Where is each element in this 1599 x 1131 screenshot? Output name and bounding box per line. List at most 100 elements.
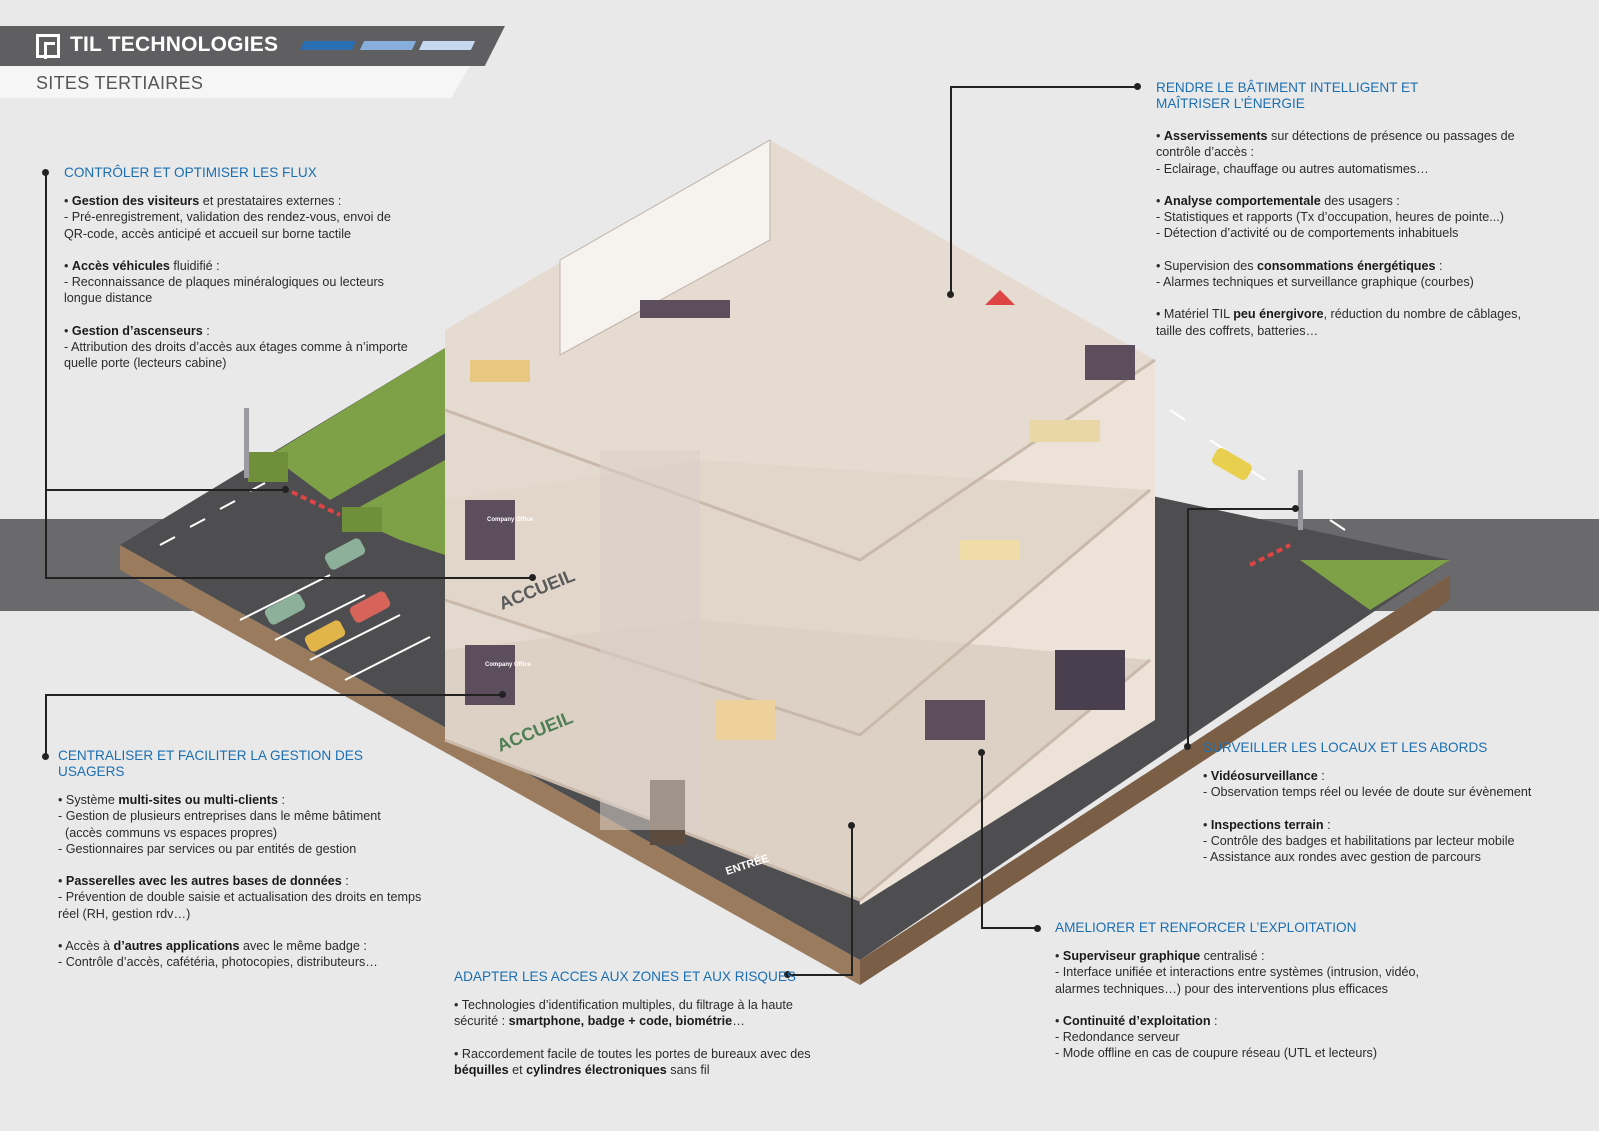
connector-dot — [947, 291, 954, 298]
text: des usagers : — [1320, 193, 1400, 208]
text: - Gestion de plusieurs entreprises dans … — [58, 809, 381, 824]
text: et — [508, 1062, 527, 1077]
bold-text: Gestion d’ascenseurs — [71, 323, 203, 338]
ground-slab-right — [860, 575, 1450, 985]
connector-dot — [282, 486, 289, 493]
text: … — [732, 1014, 745, 1029]
hedge-right — [342, 507, 382, 532]
text: - Reconnaissance de plaques minéralogiqu… — [64, 275, 384, 306]
text: : — [1317, 769, 1325, 783]
bold-text: peu énergivore — [1233, 307, 1324, 322]
section-energie: RENDRE LE BÂTIMENT INTELLIGENT ET MAÎTRI… — [1156, 80, 1526, 355]
camera-pole-right — [1298, 470, 1303, 530]
connector-dot — [848, 822, 855, 829]
bold-text: Superviseur graphique — [1062, 949, 1201, 963]
header-subtitle-bar — [0, 66, 470, 98]
text: Technologies d’identification multiples,… — [454, 998, 793, 1029]
text: : — [341, 874, 349, 889]
text: alarmes techniques…) pour des interventi… — [1055, 981, 1388, 996]
paragraph: • Continuité d’exploitation :- Redondanc… — [1055, 1013, 1378, 1061]
brand-name: TIL TECHNOLOGIES — [70, 33, 279, 56]
text: Supervision des — [1163, 258, 1258, 273]
section-title: SURVEILLER LES LOCAUX ET LES ABORDS — [1203, 740, 1488, 755]
text: - Observation temps réel ou levée de dou… — [1203, 785, 1532, 800]
text: - Interface unifiée et interactions entr… — [1055, 965, 1419, 980]
section-title: AMELIORER ET RENFORCER L’EXPLOITATION — [1055, 920, 1357, 935]
section-title: ADAPTER LES ACCES AUX ZONES ET AUX RISQU… — [454, 969, 796, 984]
paragraph: • Accès à d’autres applications avec le … — [58, 939, 378, 970]
text: : — [1210, 1013, 1218, 1028]
camera-pole-left — [244, 408, 249, 478]
section-flux: CONTRÔLER ET OPTIMISER LES FLUX • Gestio… — [64, 165, 409, 388]
paragraph: • Gestion d’ascenseurs :- Attribution de… — [64, 323, 408, 371]
connector-dot — [1034, 925, 1041, 932]
text: - Gestionnaires par services ou par enti… — [58, 841, 357, 856]
bold-text: Gestion des visiteurs — [71, 194, 200, 208]
logo-icon — [36, 34, 60, 59]
paragraph: • Vidéosurveillance :- Observation temps… — [1203, 769, 1532, 800]
text: - Statistiques et rapports (Tx d’occupat… — [1156, 210, 1504, 225]
bold-text: smartphone, badge + code, biométrie — [508, 1014, 733, 1029]
bold-text: cylindres électroniques — [526, 1062, 667, 1077]
text: (accès communs vs espaces propres) — [65, 825, 278, 840]
barrier-arm-left — [291, 490, 341, 517]
car-yellow-1 — [304, 620, 346, 652]
text: - Détection d’activité ou de comportemen… — [1156, 226, 1459, 241]
connector-dot — [529, 574, 536, 581]
text: Matériel TIL — [1163, 307, 1234, 322]
bold-text: d’autres applications — [113, 939, 240, 954]
grass-mid — [345, 460, 460, 560]
bold-text: Accès véhicules — [71, 258, 170, 273]
section-acces: ADAPTER LES ACCES AUX ZONES ET AUX RISQU… — [454, 969, 829, 1094]
paragraph: • Supervision des consommations énergéti… — [1156, 258, 1474, 290]
ground-slab-left — [120, 545, 860, 985]
paragraph: • Analyse comportementale des usagers :-… — [1156, 193, 1504, 241]
text: centralisé : — [1200, 949, 1265, 963]
connector-dot — [1292, 505, 1299, 512]
bold-text: béquilles — [454, 1062, 509, 1077]
bold-text: Asservissements — [1163, 129, 1268, 143]
text: - Alarmes techniques et surveillance gra… — [1156, 275, 1474, 290]
section-title: RENDRE LE BÂTIMENT INTELLIGENT ET MAÎTRI… — [1156, 80, 1419, 111]
paragraph: • Accès véhicules fluidifié :- Reconnais… — [64, 258, 384, 306]
text: - Contrôle d’accès, cafétéria, photocopi… — [58, 955, 378, 970]
hedge-left — [248, 452, 288, 482]
sign-company-office-upper: Company Office — [487, 517, 534, 523]
connector-dot — [1184, 743, 1191, 750]
bold-text: Inspections terrain — [1210, 817, 1324, 832]
sign-company-office-lower: Company Office — [485, 662, 532, 668]
page-subtitle: SITES TERTIAIRES — [36, 73, 204, 93]
paragraph: • Asservissements sur détections de prés… — [1156, 129, 1515, 176]
section-title: CONTRÔLER ET OPTIMISER LES FLUX — [64, 165, 317, 180]
text: et prestataires externes : — [199, 194, 342, 208]
text: : — [277, 793, 285, 807]
text: - Eclairage, chauffage ou autres automat… — [1156, 161, 1429, 176]
paragraph: • Passerelles avec les autres bases de d… — [58, 874, 422, 921]
text: avec le même badge : — [239, 939, 367, 954]
section-title: CENTRALISER ET FACILITER LA GESTION DES … — [58, 748, 363, 779]
car-green-2 — [264, 593, 306, 625]
text: : — [1435, 258, 1443, 273]
text: Raccordement facile de toutes les portes… — [461, 1046, 811, 1061]
car-red — [349, 591, 391, 623]
connector-dot — [978, 749, 985, 756]
section-surveiller: SURVEILLER LES LOCAUX ET LES ABORDS • Vi… — [1203, 740, 1563, 881]
paragraph: • Inspections terrain :- Contrôle des ba… — [1203, 817, 1515, 865]
text: - Redondance serveur — [1055, 1030, 1180, 1045]
text: - Pré-enregistrement, validation des ren… — [64, 210, 391, 241]
window-wall — [559, 139, 771, 356]
text: Accès à — [65, 939, 114, 954]
text: - Contrôle des badges et habilitations p… — [1203, 833, 1515, 848]
connector-dot — [42, 753, 49, 760]
bold-text: Passerelles avec les autres bases de don… — [65, 874, 342, 889]
text: sans fil — [666, 1062, 710, 1077]
connector-dot — [499, 691, 506, 698]
barrier-arm-right — [1249, 543, 1291, 567]
paragraph: • Gestion des visiteurs et prestataires … — [64, 194, 391, 241]
text: fluidifié : — [169, 258, 220, 273]
text: - Prévention de double saisie et actuali… — [58, 890, 422, 921]
text: : — [1323, 817, 1331, 832]
bold-text: multi-sites ou multi-clients — [118, 793, 278, 807]
paragraph: • Technologies d’identification multiple… — [454, 998, 793, 1029]
